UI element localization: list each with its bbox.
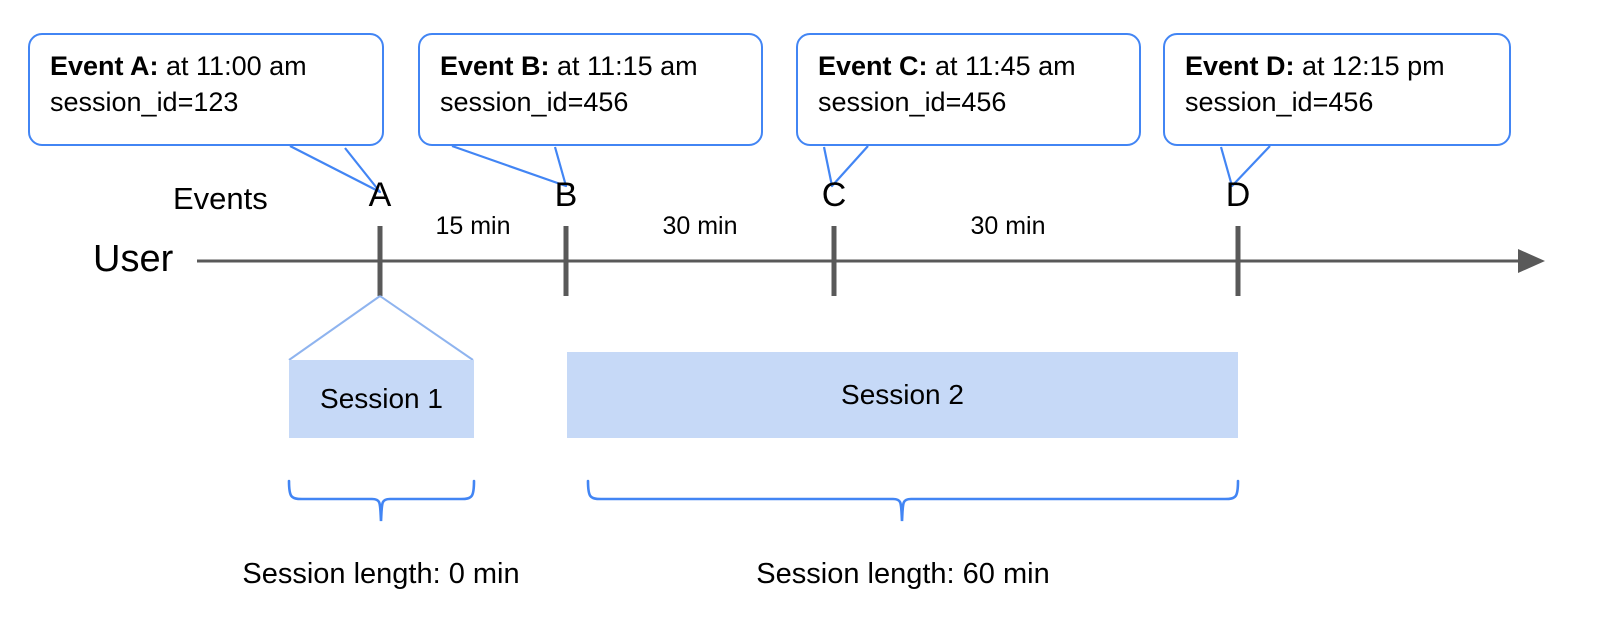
callout-event-b[interactable]: Event B: at 11:15 am session_id=456 <box>418 33 763 146</box>
callout-d-title: Event D: <box>1185 51 1295 81</box>
session-bar-2-label: Session 2 <box>841 379 964 410</box>
gap-label-c-d: 30 min <box>970 212 1046 240</box>
session-1-brace <box>287 479 476 522</box>
events-row-label: Events <box>173 181 268 216</box>
session-1-funnel <box>288 295 474 361</box>
user-row-label: User <box>93 238 174 280</box>
callout-event-a[interactable]: Event A: at 11:00 am session_id=123 <box>28 33 384 146</box>
gap-label-b-c: 30 min <box>662 212 738 240</box>
session-bar-2[interactable]: Session 2 <box>567 352 1238 438</box>
callout-c-title: Event C: <box>818 51 928 81</box>
callout-tail-d <box>1219 145 1271 188</box>
callout-tail-a <box>289 145 382 194</box>
callout-tail-b <box>451 144 568 188</box>
callout-event-c[interactable]: Event C: at 11:45 am session_id=456 <box>796 33 1141 146</box>
callout-tail-c <box>822 145 869 188</box>
callout-b-session: session_id=456 <box>440 86 629 117</box>
callout-d-session: session_id=456 <box>1185 86 1374 117</box>
callout-d-time: at 12:15 pm <box>1294 51 1445 81</box>
callout-c-time: at 11:45 am <box>927 51 1076 81</box>
session-2-brace <box>586 479 1240 522</box>
event-letter-d: D <box>1225 176 1251 214</box>
session-2-length-label: Session length: 60 min <box>756 558 1050 590</box>
event-letter-b: B <box>554 176 578 214</box>
session-bar-1[interactable]: Session 1 <box>289 360 474 438</box>
callout-b-time: at 11:15 am <box>549 51 698 81</box>
session-bar-1-label: Session 1 <box>320 383 443 414</box>
callout-a-title: Event A: <box>50 51 159 81</box>
event-letter-a: A <box>368 176 392 214</box>
callout-a-time: at 11:00 am <box>158 51 307 81</box>
event-letter-c: C <box>821 176 847 214</box>
callout-event-d[interactable]: Event D: at 12:15 pm session_id=456 <box>1163 33 1511 146</box>
gap-label-a-b: 15 min <box>435 212 511 240</box>
session-1-length-label: Session length: 0 min <box>242 558 520 590</box>
callout-a-session: session_id=123 <box>50 86 239 117</box>
callout-c-session: session_id=456 <box>818 86 1007 117</box>
callout-b-title: Event B: <box>440 51 550 81</box>
